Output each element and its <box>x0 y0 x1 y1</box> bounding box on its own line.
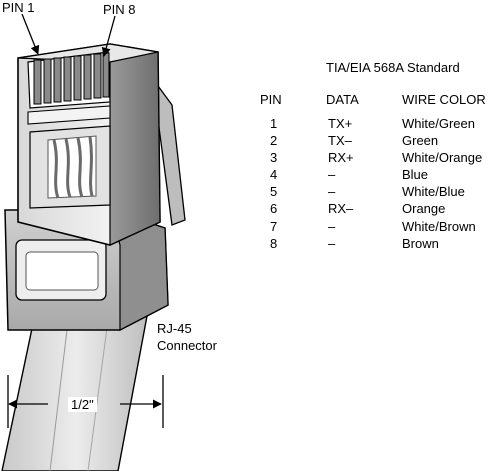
pin-number: 4 <box>270 167 278 183</box>
wire-color: Green <box>402 133 439 149</box>
pin8-label: PIN 8 <box>103 2 136 17</box>
wire-color: White/Green <box>402 116 475 131</box>
data-signal: – <box>328 218 336 234</box>
plug-body <box>17 43 161 246</box>
data-signal: TX– <box>328 133 352 149</box>
data-signal: RX– <box>328 201 354 217</box>
pin-number: 6 <box>270 201 278 217</box>
dimension-marker <box>7 375 164 428</box>
data-signal: – <box>328 235 336 251</box>
data-signal: TX+ <box>328 116 353 131</box>
pin-number: 8 <box>270 235 278 251</box>
wires-inside <box>52 136 94 199</box>
pin1-label: PIN 1 <box>2 0 35 15</box>
pin-number: 5 <box>270 184 278 200</box>
wire-color: White/Brown <box>402 218 476 234</box>
header-pin: PIN <box>260 92 282 107</box>
pin1-arrow <box>21 13 40 55</box>
pin-contacts <box>33 52 110 105</box>
header-wire-color: WIRE COLOR <box>402 92 486 107</box>
pin-number: 7 <box>270 218 278 234</box>
wire-color: Brown <box>402 235 439 251</box>
data-signal: – <box>328 167 336 183</box>
wire-color: Orange <box>402 201 446 217</box>
dimension-label: 1/2" <box>68 397 97 412</box>
wire-color: Blue <box>402 167 429 183</box>
pin-number: 2 <box>270 133 278 149</box>
wire-color: White/Orange <box>402 150 483 166</box>
connector-label-line2: Connector <box>157 338 217 353</box>
connector-label-line1: RJ-45 <box>157 321 192 336</box>
header-data: DATA <box>326 92 359 107</box>
strain-relief-boot <box>4 209 169 331</box>
wire-color: White/Blue <box>402 184 465 200</box>
pin-number: 1 <box>270 116 278 131</box>
data-signal: – <box>328 184 336 200</box>
standard-title: TIA/EIA 568A Standard <box>326 60 460 75</box>
pin8-arrow <box>101 15 116 57</box>
pin-number: 3 <box>270 150 278 166</box>
data-signal: RX+ <box>328 150 354 166</box>
